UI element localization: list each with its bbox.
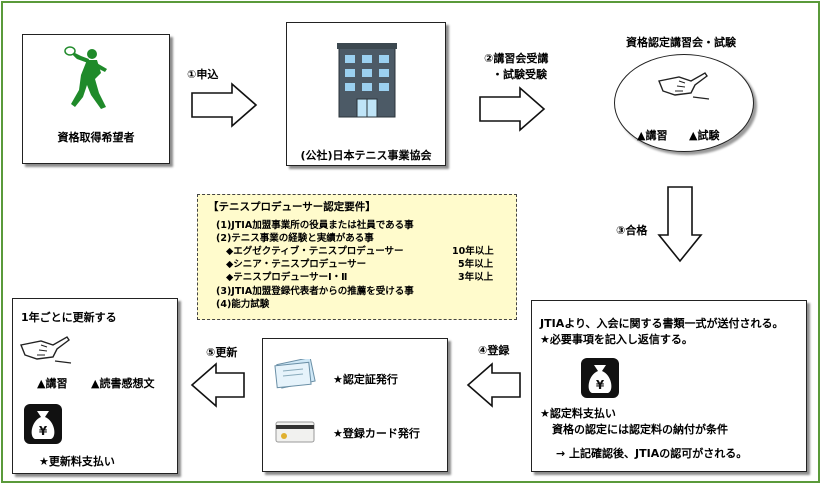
applicant-box: 資格取得希望者 — [22, 34, 170, 164]
course-lecture: ▲講習 — [637, 129, 668, 142]
experience-role: ◆エグゼクティブ・テニスプロデューサー — [226, 246, 404, 257]
writing-hand-icon — [20, 336, 72, 364]
svg-text:¥: ¥ — [39, 424, 48, 438]
office-building-icon — [337, 43, 397, 118]
documents-box: JTIAより、入会に関する書類一式が送付される。 ★必要事項を記入し返信する。 … — [531, 300, 807, 472]
step-apply: ①申込 — [187, 68, 219, 81]
money-bag-icon: ¥ — [581, 358, 619, 398]
certificate-icon — [274, 359, 316, 389]
fee-title: ★認定料支払い — [540, 407, 616, 420]
renewal-box: 1年ごとに更新する ▲講習 ▲読書感想文 ¥ ★更新料支払い — [12, 298, 178, 474]
course-title: 資格認定講習会・試験 — [626, 36, 736, 49]
applicant-label: 資格取得希望者 — [57, 131, 135, 144]
requirement-item: (4)能力試験 — [216, 299, 270, 310]
issuance-box: ★認定証発行 ★登録カード発行 — [262, 338, 448, 472]
course-exam: ▲試験 — [689, 129, 720, 142]
apply-arrow — [191, 82, 258, 128]
experience-years: 5年以上 — [458, 259, 494, 270]
renewal-fee: ★更新料支払い — [39, 455, 115, 468]
certificate-label: ★認定証発行 — [333, 373, 398, 386]
renewal-lecture: ▲講習 — [37, 377, 68, 390]
register-arrow — [466, 362, 521, 408]
fee-note: 資格の認定には認定料の納付が条件 — [552, 423, 728, 436]
step-register: ④登録 — [478, 344, 510, 357]
experience-years: 3年以上 — [458, 272, 494, 283]
writing-hand-icon — [658, 72, 710, 100]
requirement-item: (2)テニス事業の経験と実績がある事 — [216, 233, 374, 244]
renewal-report: ▲読書感想文 — [91, 377, 155, 390]
documents-line1: JTIAより、入会に関する書類一式が送付される。 — [540, 317, 784, 330]
requirement-item: (3)JTIA加盟登録代表者からの推薦を受ける事 — [216, 286, 414, 297]
requirements-title: 【テニスプロデューサー認定要件】 — [208, 201, 376, 213]
renew-arrow — [190, 362, 245, 408]
experience-role: ◆テニスプロデューサーⅠ・Ⅱ — [226, 272, 348, 283]
card-icon — [275, 421, 315, 443]
card-label: ★登録カード発行 — [333, 427, 420, 440]
money-bag-icon: ¥ — [24, 404, 62, 444]
renewal-title: 1年ごとに更新する — [21, 311, 117, 324]
step-pass: ③合格 — [616, 224, 648, 237]
step-renew: ⑤更新 — [206, 346, 238, 359]
association-label: (公社)日本テニス事業協会 — [300, 149, 432, 162]
tennis-player-icon — [64, 46, 107, 109]
step-course-line2: ・試験受験 — [492, 68, 547, 81]
svg-text:¥: ¥ — [596, 378, 605, 392]
approval-note: → 上記確認後、JTIAの認可がされる。 — [556, 447, 748, 460]
association-box: (公社)日本テニス事業協会 — [286, 22, 446, 166]
step-course-line1: ②講習会受講 — [484, 52, 549, 65]
documents-line2: ★必要事項を記入し返信する。 — [540, 333, 693, 346]
pass-arrow — [657, 186, 703, 263]
experience-role: ◆シニア・テニスプロデューサー — [226, 259, 367, 270]
course-ellipse: ▲講習 ▲試験 — [614, 54, 754, 152]
experience-years: 10年以上 — [452, 246, 494, 257]
course-arrow — [479, 86, 546, 132]
requirements-box: 【テニスプロデューサー認定要件】 (1)JTIA加盟事業所の役員または社員である… — [197, 194, 517, 320]
requirement-item: (1)JTIA加盟事業所の役員または社員である事 — [216, 220, 414, 231]
